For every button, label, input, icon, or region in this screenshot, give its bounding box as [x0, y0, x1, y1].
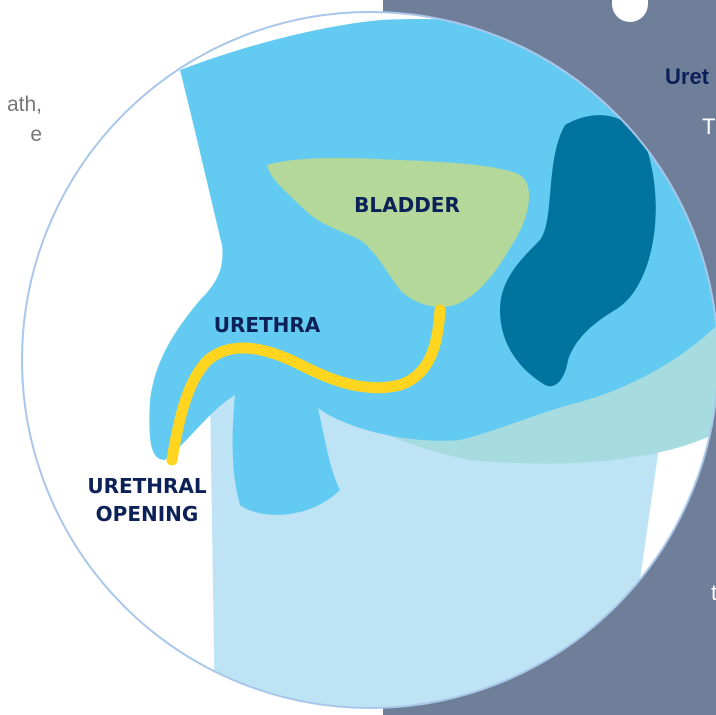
- label-urethral-opening-line1: URETHRAL: [87, 474, 207, 498]
- label-bladder: BLADDER: [354, 193, 460, 217]
- left-text-fragment: ath, e: [7, 90, 42, 150]
- label-urethral-opening-line2: OPENING: [96, 502, 199, 526]
- urethra-tube: [166, 304, 446, 466]
- panel-text-top: T: [702, 114, 716, 139]
- panel-heading: Uret: [665, 64, 710, 89]
- label-urethra: URETHRA: [214, 313, 321, 337]
- panel-text-bottom: t: [711, 580, 716, 605]
- left-text-line-1: ath,: [6, 93, 42, 116]
- bladder-region: [267, 157, 530, 307]
- left-text-line-2: e: [30, 123, 42, 146]
- panel-indicator-dot: [612, 0, 648, 22]
- rectum-region: [500, 115, 656, 387]
- diagram-circle-outline: [21, 11, 716, 709]
